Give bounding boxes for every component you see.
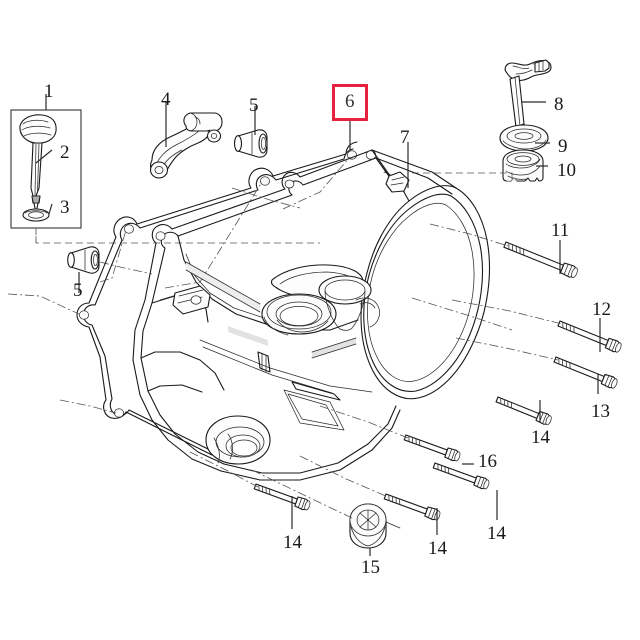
locator-filter-nut bbox=[251, 469, 353, 519]
locator-dowel-lower bbox=[99, 261, 153, 275]
part-5-dowel-pin-lower bbox=[67, 246, 100, 274]
part-16-flange-bolt-variant bbox=[402, 431, 462, 463]
callout-label-16[interactable]: 16 bbox=[478, 451, 497, 472]
part-14-flange-bolt-short-left bbox=[252, 480, 312, 512]
front-seal-boss bbox=[205, 415, 271, 465]
locator-bolt-14-left bbox=[189, 451, 259, 488]
locator-gasket-left bbox=[7, 293, 80, 315]
locator-gasket-ur bbox=[282, 156, 351, 210]
callout-label-12[interactable]: 12 bbox=[592, 299, 611, 320]
callout-label-5-upper[interactable]: 5 bbox=[249, 95, 259, 116]
callout-label-3[interactable]: 3 bbox=[60, 197, 70, 218]
part-13-flange-bolt-medium-2 bbox=[552, 353, 620, 391]
callout-label-11[interactable]: 11 bbox=[551, 220, 570, 241]
part-2-oil-dipstick bbox=[19, 114, 57, 212]
locator-bolt-11 bbox=[429, 223, 509, 247]
oil-port-boss bbox=[318, 275, 372, 331]
leader-3 bbox=[48, 203, 53, 215]
part-3-dipstick-o-ring bbox=[22, 208, 50, 222]
part-14-flange-bolt-short-mid bbox=[382, 490, 442, 522]
callout-label-7[interactable]: 7 bbox=[400, 127, 410, 148]
locator-dash-dipstick bbox=[35, 228, 320, 244]
callout-label-14-mid[interactable]: 14 bbox=[428, 538, 447, 559]
callout-label-8[interactable]: 8 bbox=[554, 94, 564, 115]
locator-bolt-13 bbox=[455, 337, 559, 361]
callout-label-9[interactable]: 9 bbox=[558, 136, 568, 157]
part-14-flange-bolt-short-right bbox=[494, 393, 554, 427]
part-9-thrust-washer bbox=[499, 124, 549, 152]
callout-label-14-lowerright[interactable]: 14 bbox=[487, 523, 506, 544]
part-12-flange-bolt-medium bbox=[556, 317, 624, 355]
dipstick-port-boss bbox=[261, 293, 337, 336]
callout-label-14-right[interactable]: 14 bbox=[531, 427, 550, 448]
locator-bolt-14-mid bbox=[299, 455, 389, 498]
part-10-clutch-lifter-bearing bbox=[502, 149, 544, 182]
locator-gasket-bottom bbox=[59, 399, 117, 414]
callout-label-4[interactable]: 4 bbox=[161, 89, 171, 110]
locator-bolt-12 bbox=[451, 299, 563, 325]
part-5-dowel-pin-upper bbox=[233, 129, 268, 158]
callout-label-6-highlighted[interactable]: 6 bbox=[332, 84, 368, 121]
part-11-flange-bolt-long bbox=[502, 238, 580, 280]
callout-label-15[interactable]: 15 bbox=[361, 557, 380, 578]
callout-label-10[interactable]: 10 bbox=[557, 160, 576, 181]
construction-line-a bbox=[411, 297, 513, 331]
part-4-clutch-release-arm bbox=[149, 112, 223, 179]
locator-pushrod bbox=[412, 172, 513, 183]
callout-label-1[interactable]: 1 bbox=[44, 81, 54, 102]
leader-2 bbox=[35, 149, 53, 164]
part-7-right-crankcase-cover bbox=[132, 149, 491, 481]
locator-gasket-mid bbox=[99, 229, 127, 283]
callout-label-14-left[interactable]: 14 bbox=[283, 532, 302, 553]
callout-label-2[interactable]: 2 bbox=[60, 142, 70, 163]
callout-label-5-lower[interactable]: 5 bbox=[73, 280, 83, 301]
part-group-1-dipstick-assembly bbox=[10, 109, 82, 229]
callout-label-13[interactable]: 13 bbox=[591, 401, 610, 422]
construction-line-b bbox=[231, 187, 301, 209]
part-15-oil-filter-cap-nut bbox=[349, 503, 401, 549]
